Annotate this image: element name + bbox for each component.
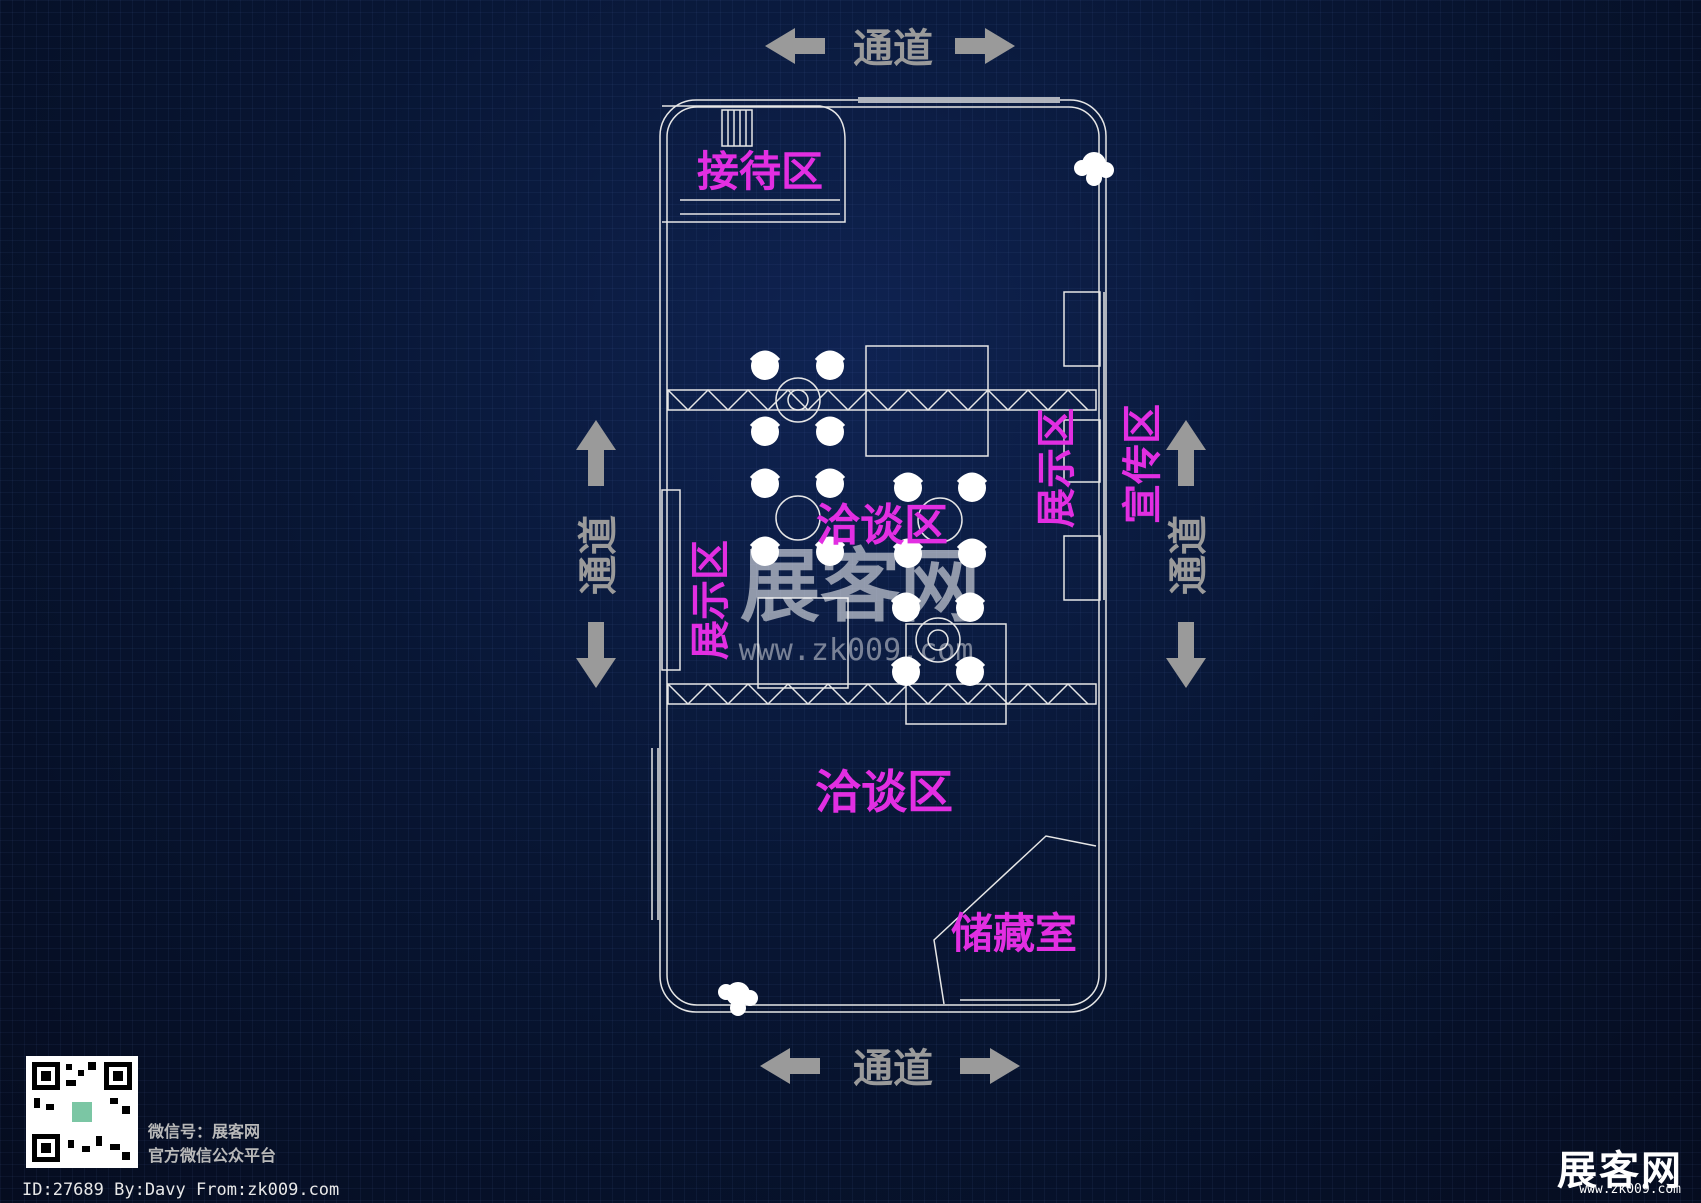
storage-zone-label: 储藏室 (951, 909, 1077, 958)
exhibition-zone-label-right: 展示区 (1034, 408, 1080, 528)
negotiation-zone-label: 洽谈区 (815, 765, 953, 819)
aisle-bottom: 通道 (760, 1046, 1020, 1092)
arrow-right-icon (960, 1048, 1020, 1084)
left-wall-ticks (651, 748, 659, 920)
arrow-up-icon (576, 420, 616, 486)
truss-upper (667, 388, 1097, 412)
display-board (757, 597, 849, 689)
promotion-zone-label: 宣传区 (1120, 404, 1166, 524)
wechat-id-text: 微信号：展客网 (148, 1122, 261, 1141)
table-group (890, 592, 986, 688)
reception-zone-label: 接待区 (697, 147, 823, 196)
table-group (892, 472, 988, 570)
arrow-down-icon (1166, 622, 1206, 688)
aisle-label: 通道 (576, 515, 622, 595)
aisle-label: 通道 (853, 1046, 933, 1092)
watermark-url: www.zk009.com (739, 633, 974, 668)
arrow-down-icon (576, 622, 616, 688)
qr-code (26, 1056, 138, 1168)
negotiation-zone-label: 洽谈区 (816, 500, 948, 551)
booth-outline (659, 97, 1107, 1013)
watermark-text: 展客网 (740, 540, 980, 633)
footer-id: ID:27689 By:Davy From:zk009.com (22, 1180, 340, 1200)
plant-icon (1074, 152, 1114, 186)
exhibition-zone-label-left: 展示区 (688, 540, 734, 660)
logo-text: 展客网 (1557, 1147, 1683, 1194)
left-display-wall (661, 489, 681, 671)
storage-room (933, 835, 1097, 1005)
display-board (865, 345, 989, 457)
plant-icon (718, 982, 758, 1016)
arrow-right-icon (955, 28, 1015, 64)
reception-desk (662, 105, 846, 223)
arrow-left-icon (765, 28, 825, 64)
table-group (749, 350, 846, 448)
aisle-top: 通道 (765, 26, 1015, 72)
wechat-desc-text: 官方微信公众平台 (148, 1146, 277, 1165)
aisle-label: 通道 (853, 26, 933, 72)
logo-url: www.zk009.com (1579, 1182, 1681, 1197)
aisle-right: 通道 (1166, 420, 1212, 688)
aisle-label: 通道 (1166, 515, 1212, 595)
arrow-left-icon (760, 1048, 820, 1084)
aisle-left: 通道 (576, 420, 622, 688)
table-group (749, 468, 846, 568)
right-display-wall (1063, 291, 1105, 601)
truss-lower (667, 682, 1097, 706)
arrow-up-icon (1166, 420, 1206, 486)
